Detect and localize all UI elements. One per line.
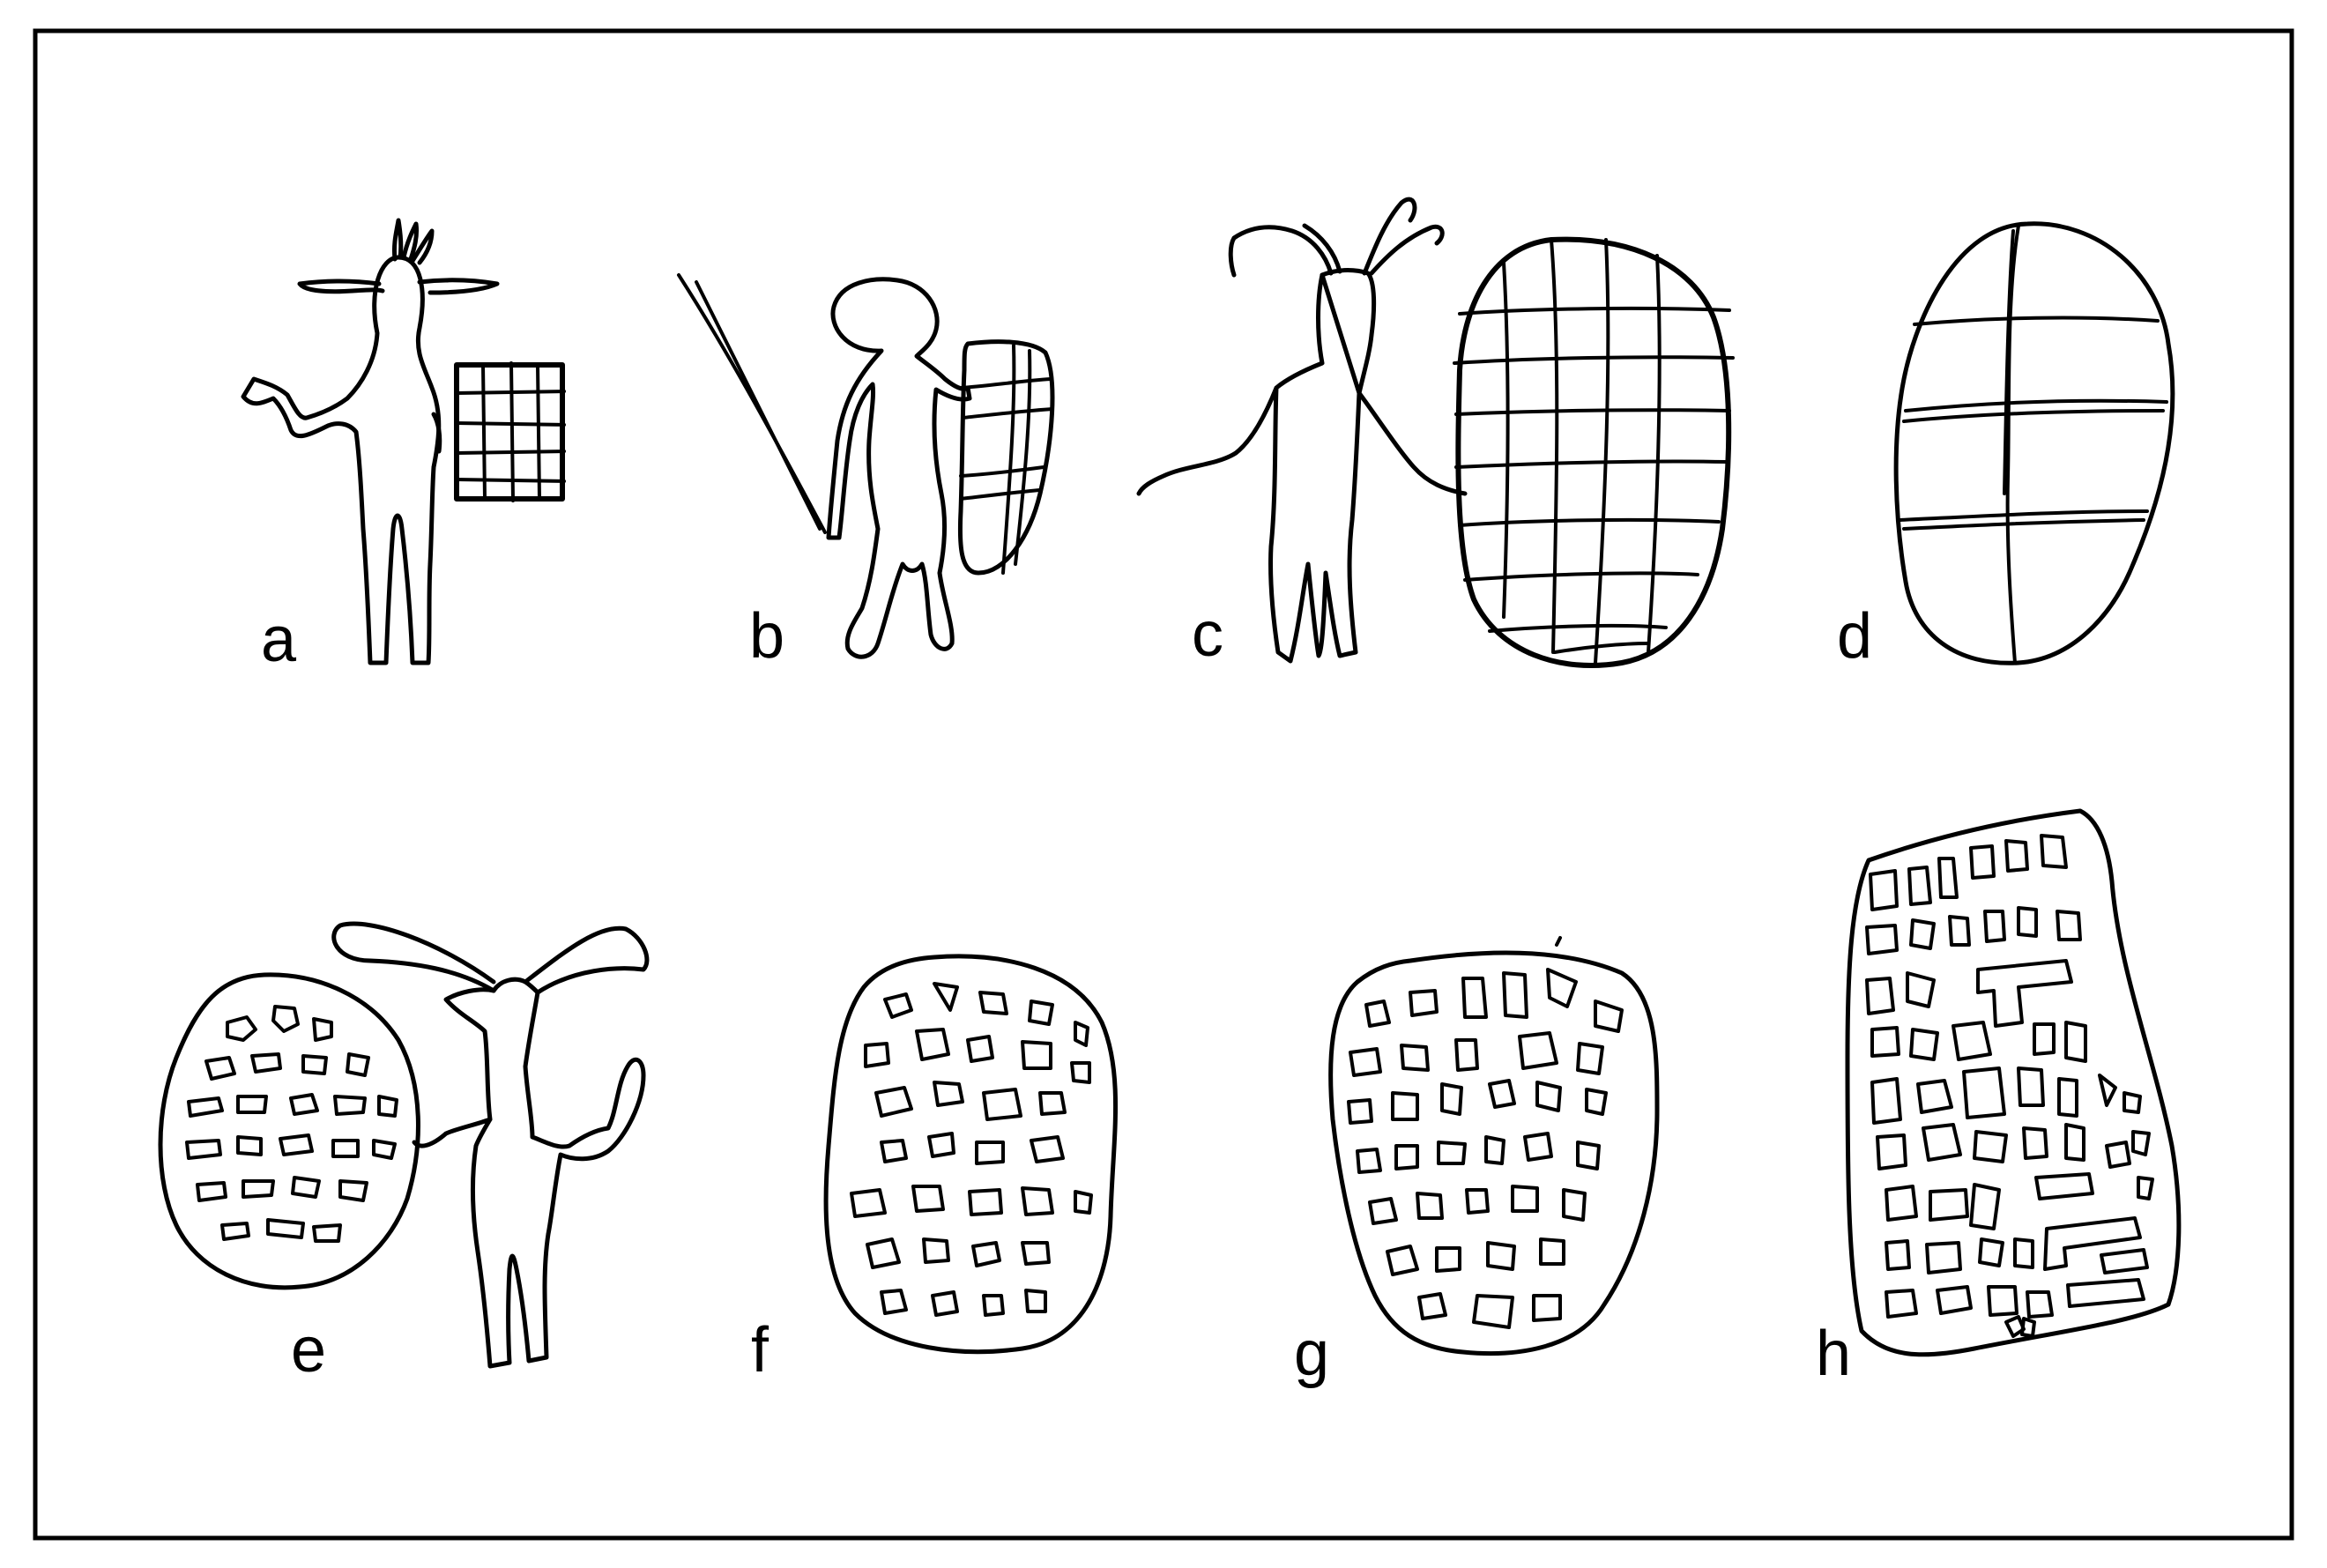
panel-d: d <box>1837 221 2175 672</box>
panel-label-d: d <box>1837 601 1872 672</box>
human-figure <box>826 277 972 659</box>
panel-label-h: h <box>1816 1319 1851 1389</box>
rectangular-dotted-shield <box>1845 808 2182 1357</box>
panel-b: b <box>677 273 1055 672</box>
human-figure <box>241 218 500 665</box>
human-figure <box>331 921 650 1369</box>
round-dotted-shield <box>158 972 420 1290</box>
panel-label-e: e <box>291 1315 326 1386</box>
panel-h: h <box>1816 808 2182 1389</box>
panel-label-b: b <box>749 601 784 672</box>
panel-label-g: g <box>1294 1319 1329 1389</box>
shield-dots <box>850 982 1093 1317</box>
shield-dots <box>1865 834 2154 1338</box>
panel-f: f <box>751 954 1119 1386</box>
panel-c: c <box>1136 197 1735 670</box>
human-figure <box>1136 197 1468 664</box>
dotted-shield <box>1328 936 1660 1356</box>
panel-e: e <box>158 921 650 1386</box>
panel-label-c: c <box>1192 599 1223 670</box>
shield-dots <box>185 1005 398 1243</box>
panel-g: g <box>1294 936 1660 1389</box>
grid-shield <box>454 361 566 502</box>
dotted-shield <box>823 954 1119 1355</box>
panel-label-a: a <box>261 605 297 675</box>
figure-frame <box>33 28 2294 1541</box>
shield-dots <box>1347 968 1624 1329</box>
panel-label-f: f <box>751 1315 769 1386</box>
oval-shield <box>1893 221 2175 665</box>
spear <box>677 273 827 534</box>
oval-shield <box>957 339 1055 576</box>
panel-a: a <box>241 218 566 675</box>
large-grid-shield <box>1453 236 1735 668</box>
